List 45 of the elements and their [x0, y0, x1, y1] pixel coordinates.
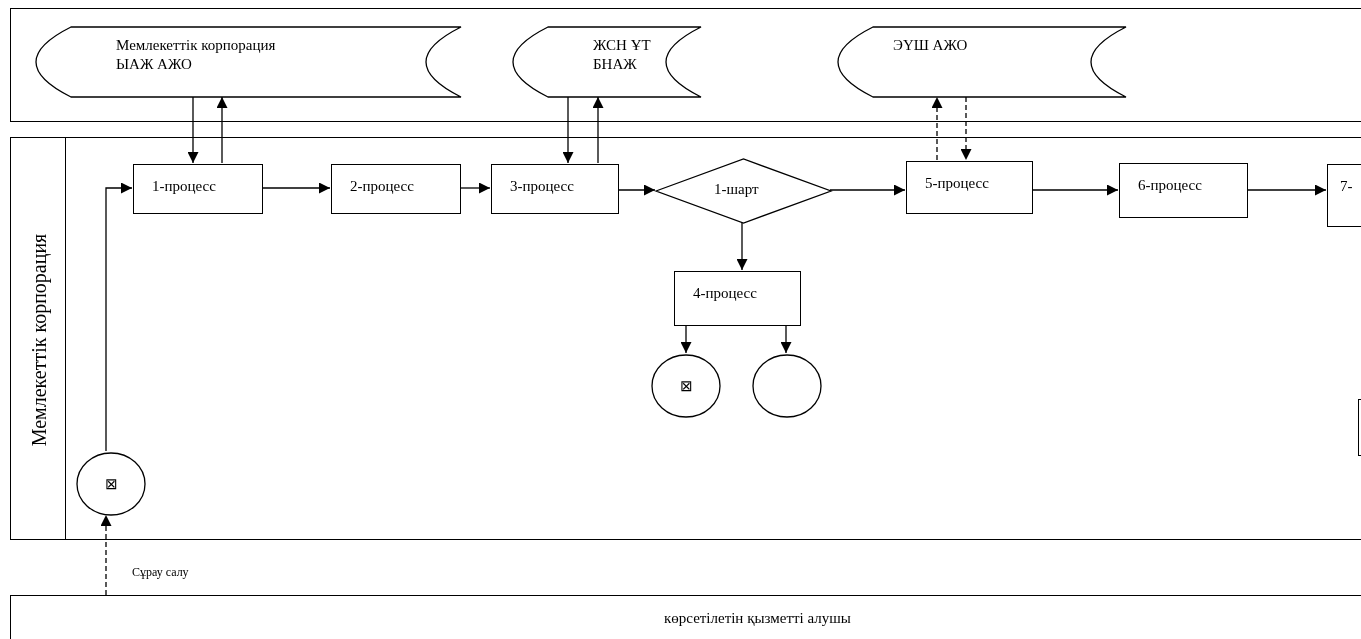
arrow	[187, 96, 199, 164]
process-box	[133, 164, 263, 214]
process-box	[491, 164, 619, 214]
node-label: 2-процесс	[350, 177, 414, 196]
arrow	[562, 96, 574, 164]
event-circle	[651, 354, 721, 418]
decision-diamond	[656, 158, 831, 224]
arrow	[261, 182, 331, 194]
node-label: 4-процесс	[693, 284, 757, 303]
arrow	[931, 96, 943, 161]
arrow	[617, 184, 656, 196]
arrow	[1246, 184, 1327, 196]
arrow	[592, 96, 604, 164]
arrow	[960, 96, 972, 161]
event-symbol: ⊠	[104, 474, 118, 494]
event-circle	[752, 354, 822, 418]
arrow	[216, 96, 228, 164]
process-box	[331, 164, 461, 214]
arrow	[1031, 184, 1119, 196]
lane-title: Мемлекеттік корпорация	[29, 233, 49, 446]
event-circle	[76, 452, 146, 516]
node-label: 6-процесс	[1138, 176, 1202, 195]
system-name: Мемлекеттік корпорация ЫАЖ АЖО	[116, 36, 277, 74]
process-box	[906, 161, 1033, 214]
lane-title: көрсетілетін қызметті алушы	[664, 609, 851, 628]
system-name: ЭҮШ АЖО	[893, 36, 969, 55]
pool-band	[10, 8, 1361, 122]
arrow	[829, 184, 906, 196]
system-name: ЖСН ҰТ БНАЖ	[593, 36, 652, 74]
event-symbol: ⊠	[679, 376, 693, 396]
node-label: 7-	[1340, 177, 1353, 196]
arrow	[105, 182, 133, 452]
arrow	[459, 182, 491, 194]
node-label: 1-процесс	[152, 177, 216, 196]
arrow	[736, 222, 748, 271]
process-box	[1119, 163, 1248, 218]
process-box	[674, 271, 801, 326]
node-label: 1-шарт	[714, 180, 759, 199]
node-label: 5-процесс	[925, 174, 989, 193]
node-label: 3-процесс	[510, 177, 574, 196]
swimlane	[10, 137, 1361, 540]
arrow	[780, 324, 792, 354]
arrow	[680, 324, 692, 354]
swimlane	[10, 595, 1361, 639]
arrow	[100, 514, 112, 596]
